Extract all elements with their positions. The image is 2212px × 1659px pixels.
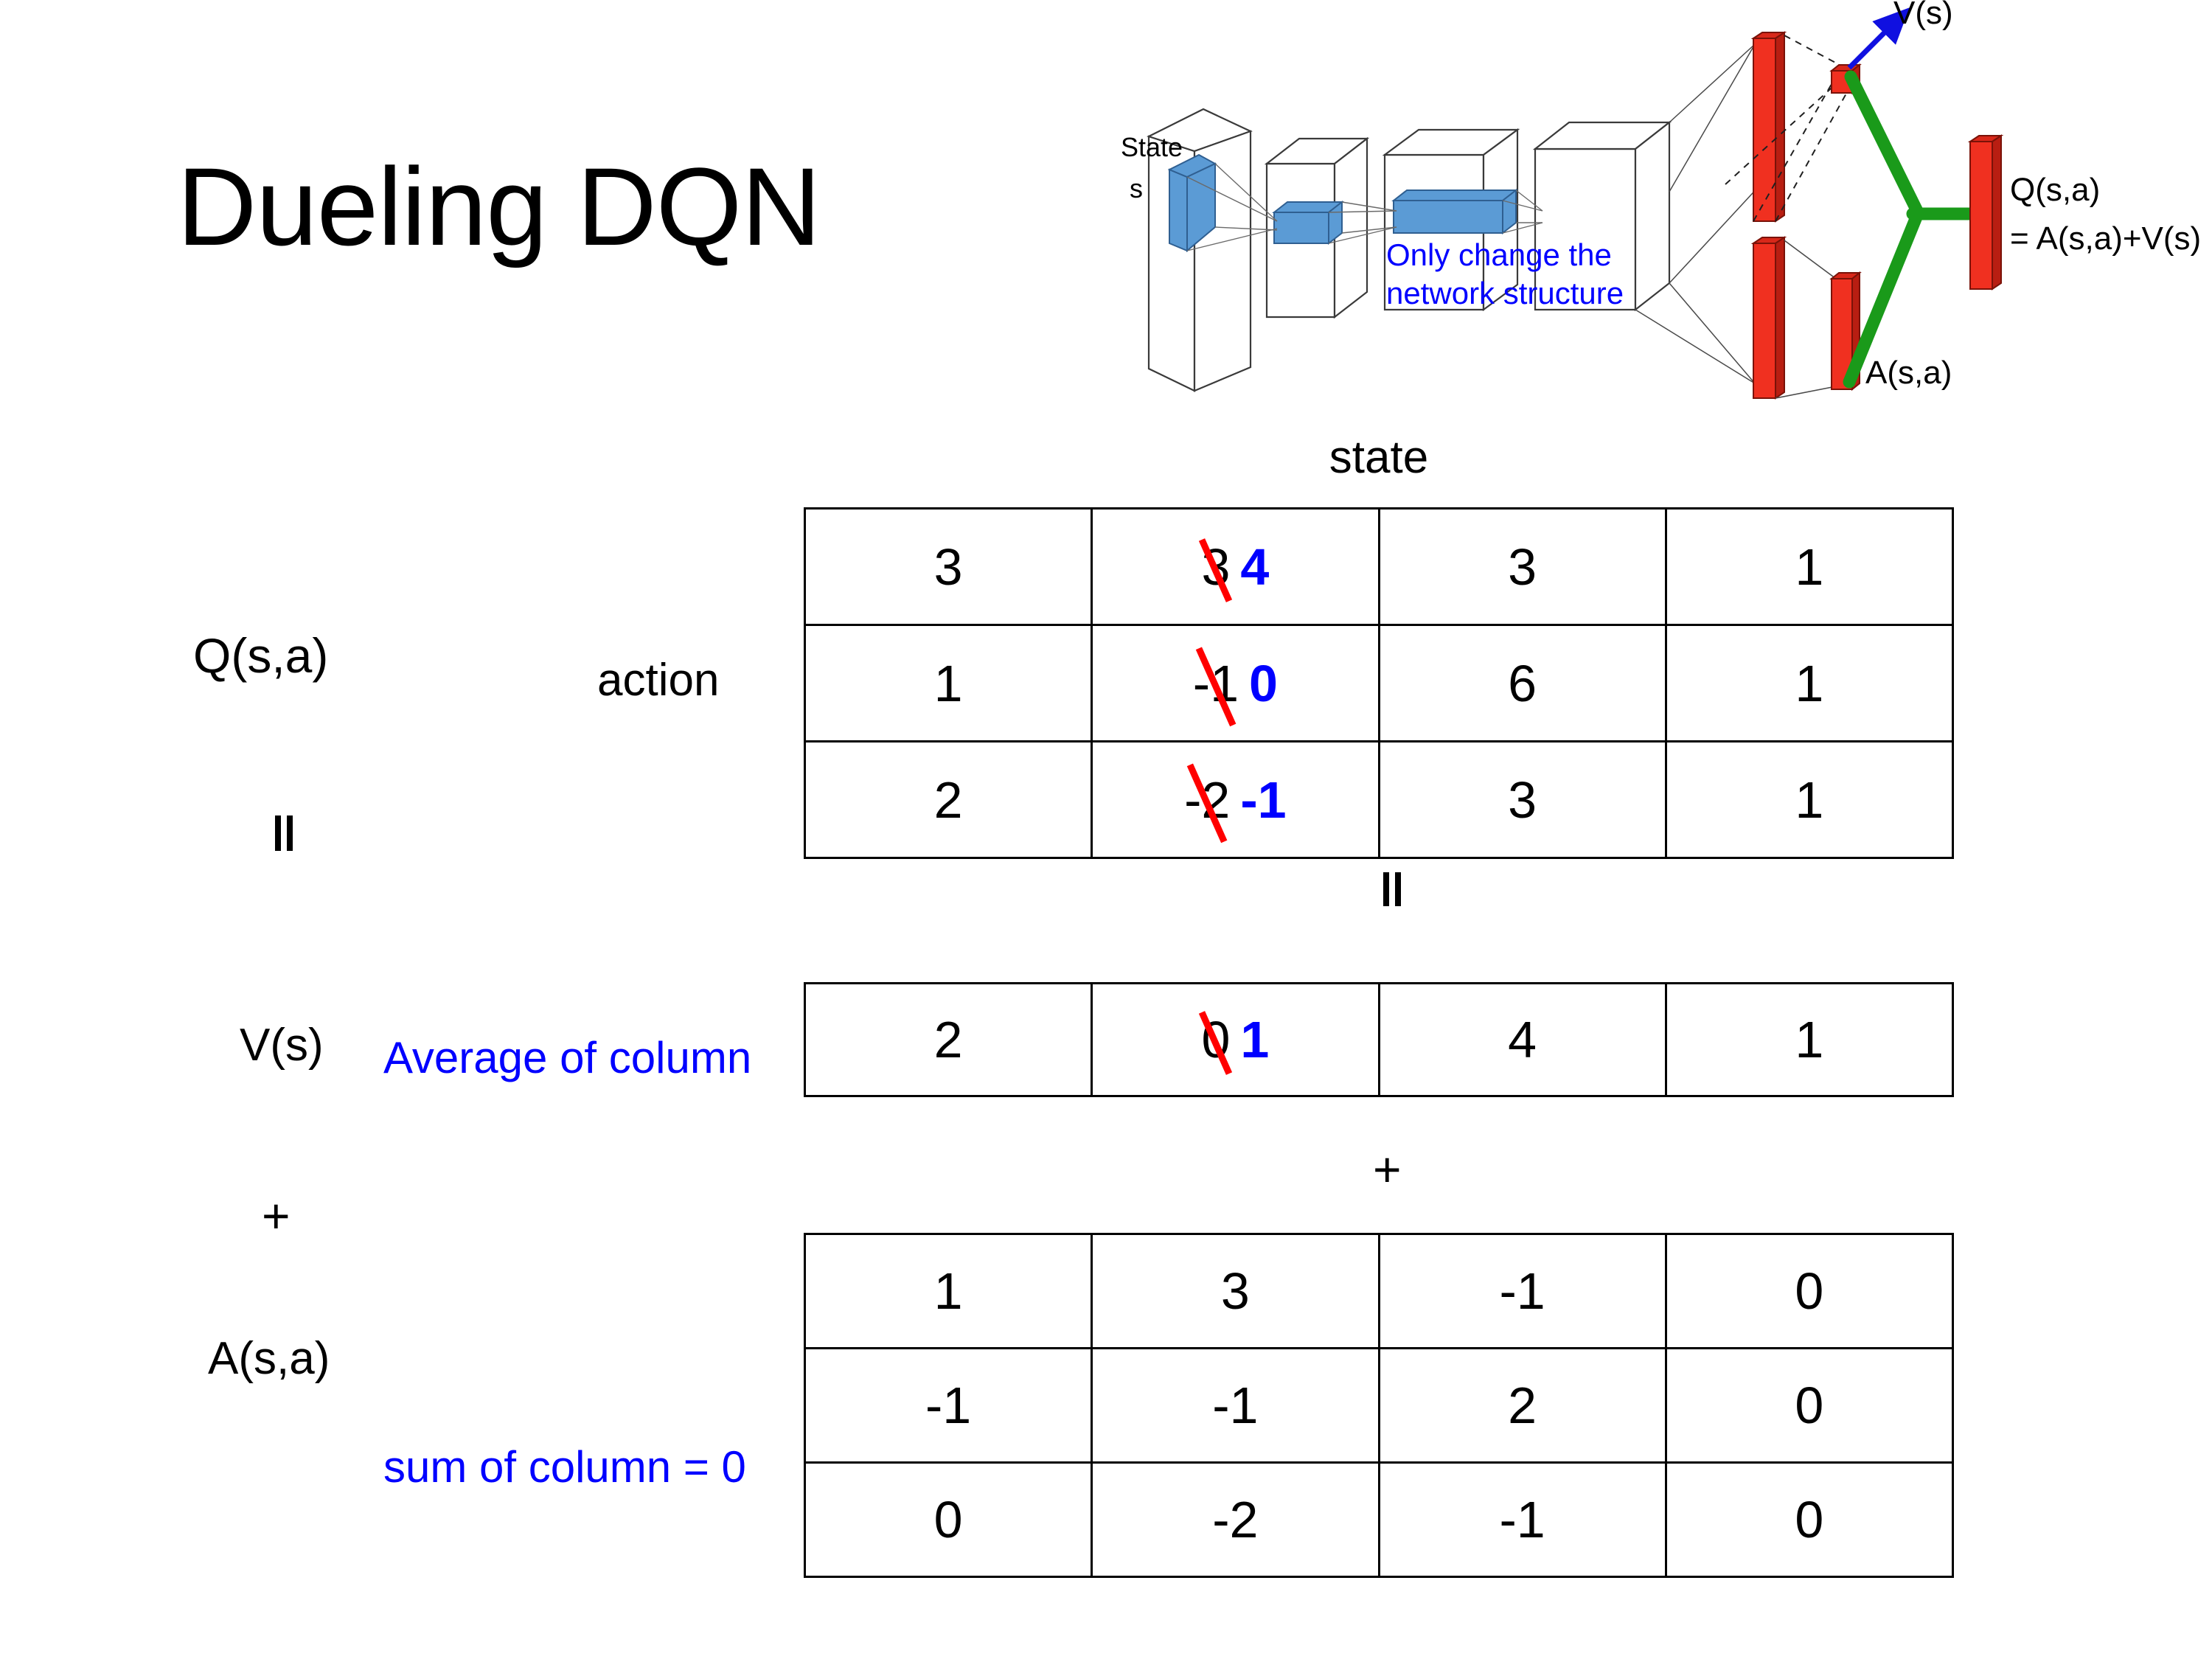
cell-new-value: -1	[1240, 771, 1287, 829]
table-row: 0 -2 -1 0	[803, 1461, 1955, 1578]
q-cell-r1c2[interactable]: 6	[1377, 624, 1667, 742]
v-cell-c1[interactable]: 0 1	[1091, 982, 1380, 1097]
q-cell-r0c1[interactable]: 3 4	[1091, 507, 1380, 626]
v-cell-c3[interactable]: 1	[1664, 982, 1955, 1097]
cell-value: 2	[1508, 1377, 1537, 1434]
a-function-label: A(s,a)	[208, 1333, 330, 1384]
table-row: -1 -1 2 0	[803, 1347, 1955, 1464]
a-cell-r1c2[interactable]: 2	[1377, 1347, 1667, 1464]
a-cell-r1c1[interactable]: -1	[1091, 1347, 1380, 1464]
a-cell-r0c1[interactable]: 3	[1091, 1233, 1380, 1349]
q-cell-r0c2[interactable]: 3	[1377, 507, 1667, 626]
diagram-output-label-sum: = A(s,a)+V(s)	[2010, 220, 2201, 257]
note-sum-of-column: sum of column = 0	[383, 1441, 746, 1494]
cell-value: -1	[925, 1377, 972, 1434]
a-cell-r1c0[interactable]: -1	[803, 1347, 1093, 1464]
q-cell-r2c2[interactable]: 3	[1377, 740, 1667, 859]
diagram-caption-line1: Only change the	[1386, 237, 1612, 272]
cell-old-value: 0	[1201, 1011, 1231, 1068]
cell-value: 1	[933, 654, 963, 712]
table-row: 1 3 -1 0	[803, 1233, 1955, 1349]
cell-value: 1	[1795, 654, 1824, 712]
diagram-value-stream-label: V(s)	[1893, 0, 1953, 31]
cell-value: 3	[933, 538, 963, 596]
state-axis-label: state	[1329, 432, 1429, 483]
a-cell-r0c0[interactable]: 1	[803, 1233, 1093, 1349]
cell-value: 3	[1220, 1262, 1250, 1320]
cell-value: 0	[1795, 1491, 1824, 1548]
q-cell-r1c1[interactable]: -1 0	[1091, 624, 1380, 742]
a-cell-r1c3[interactable]: 0	[1664, 1347, 1955, 1464]
q-cell-r0c3[interactable]: 1	[1664, 507, 1955, 626]
v-cell-c2[interactable]: 4	[1377, 982, 1667, 1097]
cell-value: -2	[1212, 1491, 1259, 1548]
page-title: Dueling DQN	[177, 145, 821, 268]
q-value-table: 3 3 4 3 1 1 -1 0 6 1 2 -2 -1 3 1	[803, 507, 1955, 859]
cell-old-value: 3	[1201, 538, 1231, 596]
diagram-advantage-stream-label: A(s,a)	[1865, 355, 1952, 391]
q-cell-r2c1[interactable]: -2 -1	[1091, 740, 1380, 859]
a-cell-r2c2[interactable]: -1	[1377, 1461, 1667, 1578]
diagram-caption-line2: network structure	[1386, 276, 1624, 310]
note-average-text: Average of column	[383, 1033, 752, 1082]
cell-new-value: 0	[1249, 654, 1278, 712]
diagram-output-label-q: Q(s,a)	[2010, 172, 2100, 208]
q-cell-r1c3[interactable]: 1	[1664, 624, 1955, 742]
a-value-table: 1 3 -1 0 -1 -1 2 0 0 -2 -1 0	[803, 1233, 1955, 1578]
dueling-network-diagram: State s Only change the network structur…	[1091, 0, 2212, 420]
cell-value: 2	[933, 1011, 963, 1068]
q-function-label: Q(s,a)	[193, 628, 329, 683]
note-average-of-column: Average of column	[383, 1032, 752, 1085]
cell-value: -1	[1212, 1377, 1259, 1434]
table-row: 3 3 4 3 1	[803, 507, 1955, 626]
cell-value: 4	[1508, 1011, 1537, 1068]
cell-value: 1	[1795, 771, 1824, 829]
q-cell-r1c0[interactable]: 1	[803, 624, 1093, 742]
a-cell-r2c0[interactable]: 0	[803, 1461, 1093, 1578]
plus-operator-between-tables: +	[1373, 1142, 1402, 1197]
cell-new-value: 1	[1240, 1011, 1270, 1068]
equals-operator-between-tables	[1371, 869, 1414, 922]
cell-old-value: -2	[1184, 771, 1231, 829]
cell-old-value: -1	[1192, 654, 1239, 712]
cell-value: 1	[1795, 1011, 1824, 1068]
diagram-input-label-s: s	[1130, 173, 1143, 204]
cell-value: 3	[1508, 538, 1537, 596]
q-cell-r0c0[interactable]: 3	[803, 507, 1093, 626]
cell-value: 0	[1795, 1377, 1824, 1434]
cell-value: 0	[933, 1491, 963, 1548]
cell-value: 2	[933, 771, 963, 829]
equals-symbol-left	[262, 811, 306, 864]
cell-value: 3	[1508, 771, 1537, 829]
q-cell-r2c0[interactable]: 2	[803, 740, 1093, 859]
cell-new-value: 4	[1240, 538, 1270, 596]
a-cell-r0c2[interactable]: -1	[1377, 1233, 1667, 1349]
a-cell-r2c1[interactable]: -2	[1091, 1461, 1380, 1578]
table-row: 1 -1 0 6 1	[803, 624, 1955, 742]
v-cell-c0[interactable]: 2	[803, 982, 1093, 1097]
q-cell-r2c3[interactable]: 1	[1664, 740, 1955, 859]
plus-symbol-left: +	[262, 1189, 291, 1243]
cell-value: 1	[1795, 538, 1824, 596]
v-value-table: 2 0 1 4 1	[803, 982, 1955, 1097]
diagram-input-label-state: State	[1121, 132, 1183, 162]
table-row: 2 0 1 4 1	[803, 982, 1955, 1097]
a-cell-r2c3[interactable]: 0	[1664, 1461, 1955, 1578]
action-axis-label: action	[597, 655, 720, 706]
cell-value: -1	[1499, 1491, 1545, 1548]
cell-value: -1	[1499, 1262, 1545, 1320]
note-sum-text: sum of column = 0	[383, 1442, 746, 1492]
v-function-label: V(s)	[240, 1020, 324, 1071]
a-cell-r0c3[interactable]: 0	[1664, 1233, 1955, 1349]
cell-value: 1	[933, 1262, 963, 1320]
cell-value: 0	[1795, 1262, 1824, 1320]
table-row: 2 -2 -1 3 1	[803, 740, 1955, 859]
cell-value: 6	[1508, 654, 1537, 712]
